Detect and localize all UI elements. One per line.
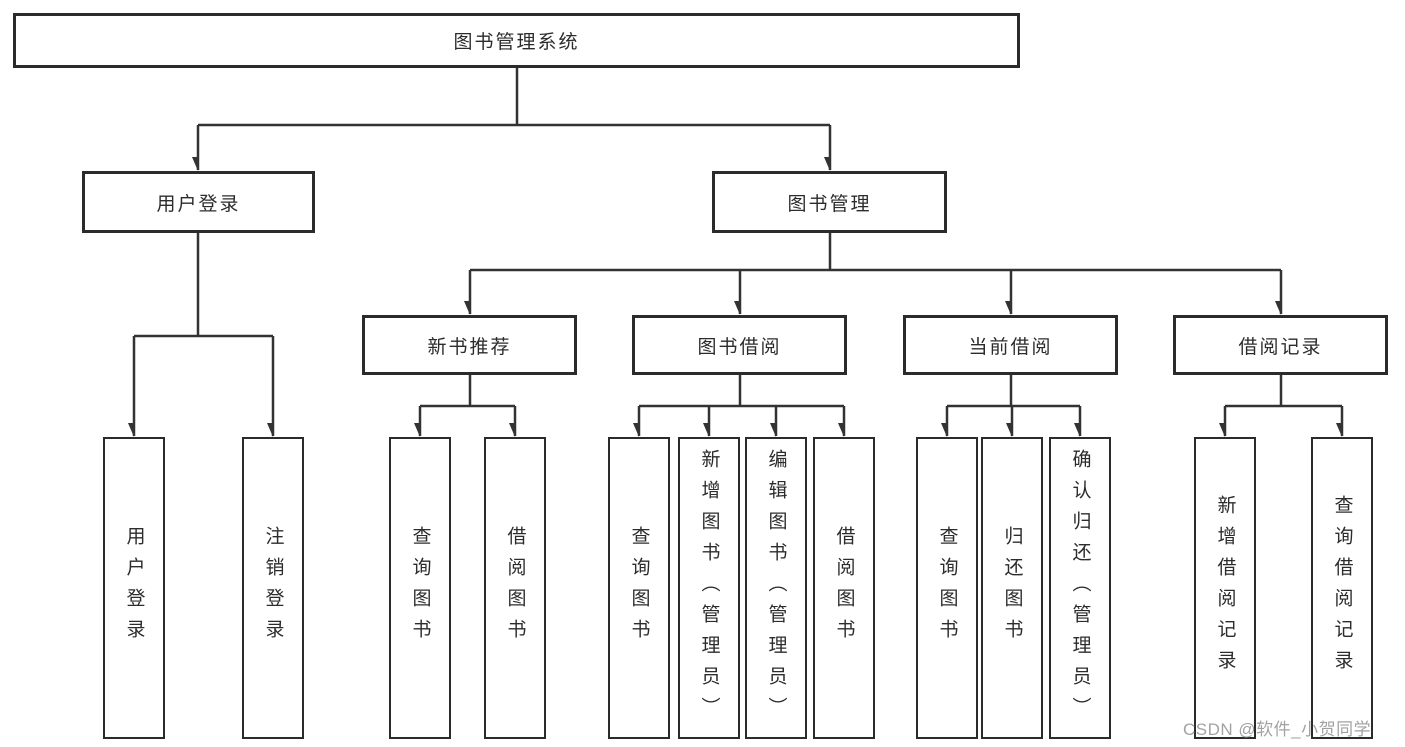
node-current-borrow: 当前借阅: [903, 315, 1118, 375]
connector-borrow-records-children: [1225, 375, 1344, 436]
node-label: 当前借阅: [968, 336, 1053, 358]
node-label: 用户登录: [156, 193, 241, 215]
node-user-login: 用户登录: [82, 171, 315, 233]
node-label: 编辑图书（管理员）: [765, 448, 787, 728]
leaf-confirm-return-admin: 确认归还（管理员）: [1049, 437, 1111, 739]
node-label: 图书借阅: [697, 336, 782, 358]
csdn-watermark: CSDN @软件_小贺同学: [1183, 720, 1372, 739]
connector-current-borrow-children: [947, 375, 1082, 436]
leaf-add-borrow-record: 新增借阅记录: [1194, 437, 1256, 739]
node-library-management-system: 图书管理系统: [13, 13, 1020, 68]
node-label: 借阅记录: [1238, 336, 1323, 358]
node-label: 图书管理: [787, 193, 872, 215]
node-label: 新增图书（管理员）: [698, 448, 720, 728]
node-book-borrow: 图书借阅: [632, 315, 847, 375]
connector-book-management-children: [470, 233, 1283, 314]
connector-user-login-children: [134, 233, 275, 436]
node-label: 归还图书: [1001, 526, 1023, 650]
node-book-management: 图书管理: [712, 171, 947, 233]
node-label: 查询借阅记录: [1331, 495, 1353, 681]
node-label: 新增借阅记录: [1214, 495, 1236, 681]
node-label: 用户登录: [123, 526, 145, 650]
leaf-return-books: 归还图书: [981, 437, 1043, 739]
leaf-query-borrow-record: 查询借阅记录: [1311, 437, 1373, 739]
node-new-book-recommend: 新书推荐: [362, 315, 577, 375]
node-label: 借阅图书: [504, 526, 526, 650]
leaf-borrow-books: 借阅图书: [813, 437, 875, 739]
node-label: 新书推荐: [427, 336, 512, 358]
leaf-add-book-admin: 新增图书（管理员）: [678, 437, 740, 739]
node-label: 查询图书: [628, 526, 650, 650]
connector-root-to-level1: [198, 68, 832, 170]
leaf-logout: 注销登录: [242, 437, 304, 739]
connector-book-borrow-children: [639, 375, 846, 436]
node-label: 注销登录: [262, 526, 284, 650]
leaf-borrow-books-recommend: 借阅图书: [484, 437, 546, 739]
leaf-query-books-recommend: 查询图书: [389, 437, 451, 739]
leaf-query-books-current: 查询图书: [916, 437, 978, 739]
node-label: 查询图书: [409, 526, 431, 650]
leaf-user-login: 用户登录: [103, 437, 165, 739]
node-borrow-records: 借阅记录: [1173, 315, 1388, 375]
leaf-query-books-borrow: 查询图书: [608, 437, 670, 739]
node-label: 查询图书: [936, 526, 958, 650]
leaf-edit-book-admin: 编辑图书（管理员）: [745, 437, 807, 739]
node-label: 借阅图书: [833, 526, 855, 650]
connector-new-book-recommend-children: [420, 375, 517, 436]
node-label: 图书管理系统: [453, 32, 580, 53]
node-label: 确认归还（管理员）: [1069, 448, 1091, 728]
